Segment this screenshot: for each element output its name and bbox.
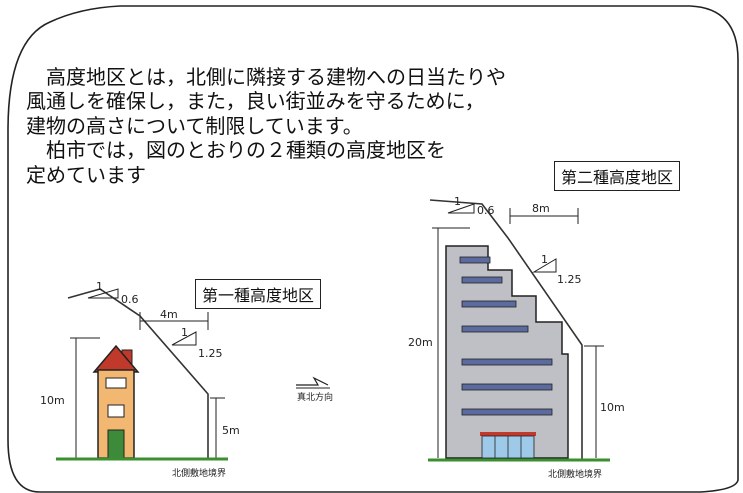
intro-line-1-text: 高度地区とは，北側に隣接する建物への日当たりや (46, 64, 506, 89)
north-arrow-icon (296, 376, 329, 386)
house-door (107, 429, 125, 459)
district2-slope-triangle (532, 258, 557, 273)
north-direction-indicator: 真北方向 (296, 376, 333, 403)
district2-slope-run: 1 (541, 253, 548, 266)
intro-text: 高度地区とは，北側に隣接する建物への日当たりや 風通しを確保し，また，良い街並み… (26, 40, 506, 187)
building-window-7 (461, 408, 553, 416)
intro-line-4-indent (26, 138, 46, 162)
building-window-1 (459, 256, 491, 264)
district1-slope-triangle-top (87, 288, 119, 299)
district2-slope-top-run: 1 (454, 195, 461, 208)
district2-setback: 8m (532, 202, 550, 215)
building-window-4 (461, 325, 529, 333)
district2-height-total: 20m (408, 336, 433, 349)
intro-line-2: 風通しを確保し，また，良い街並みを守るために， (26, 89, 485, 113)
house-illustration (92, 344, 140, 459)
building-entrance-awning (480, 432, 536, 436)
intro-line-3: 建物の高さについて制限しています。 (26, 113, 363, 138)
building-window-6 (461, 383, 553, 391)
district1-diagram: 1 0.6 4m 1 1.25 10m 5m 北側敷地境界 (40, 280, 240, 479)
house-window-top (105, 377, 127, 389)
building-illustration (445, 245, 569, 459)
district2-diagram: 1 0.6 8m 1 1.25 20m (408, 195, 625, 480)
district1-height-total: 10m (40, 394, 65, 407)
district1-slope-rise: 1.25 (198, 347, 223, 360)
district1-label: 第一種高度地区 (195, 279, 322, 309)
intro-line-4: 柏市では，図のとおりの２種類の高度地区を (46, 138, 446, 162)
district2-slope-top-rise: 0.6 (477, 204, 495, 217)
district2-label: 第二種高度地区 (554, 161, 681, 191)
district2-envelope-line (429, 199, 583, 460)
district2-slope-rise: 1.25 (557, 273, 582, 286)
intro-line-5: 定めています (26, 162, 146, 187)
district1-slope-top-run: 1 (96, 280, 103, 293)
district2-boundary: 北側敷地境界 (548, 468, 602, 480)
district1-slope-run: 1 (181, 326, 188, 339)
district2-slope-triangle-top (447, 203, 475, 214)
district1-setback: 4m (160, 308, 178, 321)
district1-slope-triangle (171, 331, 197, 346)
intro-line-1 (26, 65, 46, 89)
district2-height-base: 10m (600, 401, 625, 414)
building-window-5 (461, 358, 553, 366)
building-window-3 (461, 300, 517, 308)
building-window-2 (461, 276, 503, 284)
district1-slope-top-rise: 0.6 (121, 293, 139, 306)
district1-height-base: 5m (222, 424, 240, 437)
building-wall (445, 245, 569, 459)
house-window-mid (107, 404, 125, 418)
district1-boundary: 北側敷地境界 (172, 467, 226, 479)
direction-label: 真北方向 (297, 391, 333, 403)
